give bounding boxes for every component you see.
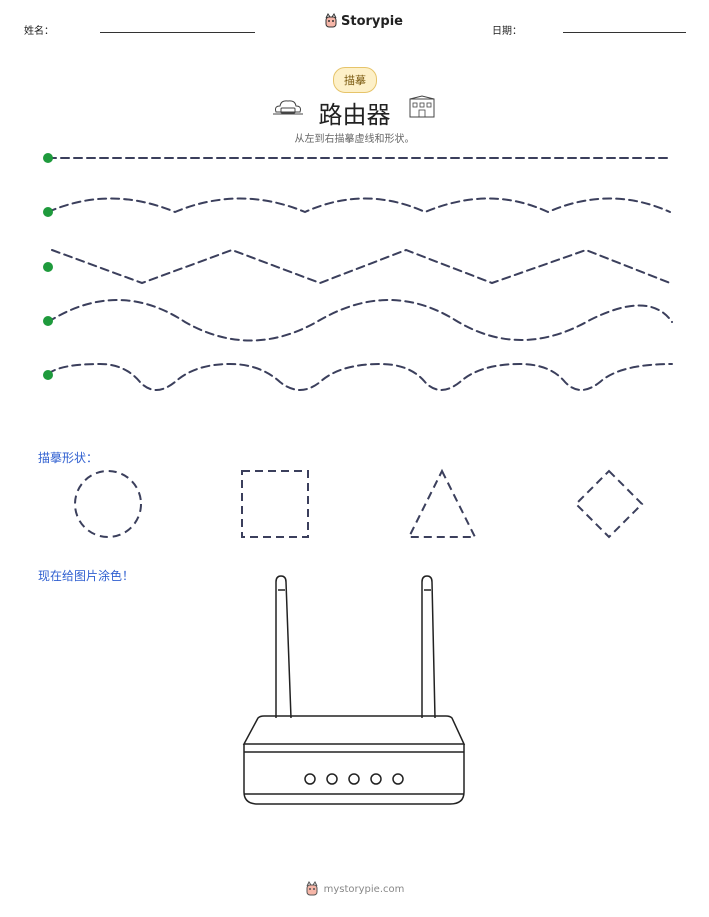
tracing-shapes xyxy=(74,468,644,539)
indicator-light xyxy=(304,773,316,785)
storypie-mascot-icon xyxy=(306,881,318,896)
trace-triangle xyxy=(407,468,477,538)
name-label: 姓名： xyxy=(24,26,54,37)
start-dot xyxy=(43,262,53,272)
left-antenna xyxy=(275,575,292,719)
footer-site[interactable]: mystorypie.com xyxy=(323,883,405,895)
brand-name: Storypie xyxy=(341,13,403,29)
router-picture xyxy=(242,575,466,805)
tracing-line-zigzag xyxy=(51,248,671,285)
tracing-line-bumps xyxy=(47,362,673,391)
cloud-router-doodle-icon xyxy=(273,100,303,115)
start-dot xyxy=(43,153,53,163)
name-field[interactable] xyxy=(100,32,255,33)
date-field[interactable] xyxy=(563,32,686,33)
instructions: 从左到右描摹虚线和形状。 xyxy=(294,134,415,145)
tracing-lines-area xyxy=(43,153,673,391)
start-dot xyxy=(43,370,53,380)
trace-square xyxy=(241,470,309,538)
indicator-light xyxy=(348,773,360,785)
trace-diamond xyxy=(574,469,644,539)
indicator-light xyxy=(326,773,338,785)
storypie-mascot-icon xyxy=(325,13,337,28)
indicator-light xyxy=(392,773,404,785)
coloring-section-label: 现在给图片涂色！ xyxy=(38,569,135,583)
start-dot xyxy=(43,207,53,217)
tracing-line-wave-2 xyxy=(47,299,673,342)
start-dot xyxy=(43,316,53,326)
date-label: 日期： xyxy=(492,26,522,37)
tracing-badge: 描摹 xyxy=(333,67,377,93)
shapes-section-label: 描摹形状： xyxy=(38,451,99,465)
building-doodle-icon xyxy=(409,95,435,118)
indicator-light xyxy=(370,773,382,785)
storypie-logo: Storypie xyxy=(324,13,403,29)
page-title: 路由器 xyxy=(318,101,391,129)
footer: mystorypie.com xyxy=(0,881,709,897)
trace-circle xyxy=(74,470,142,538)
tracing-line-wave xyxy=(47,197,671,214)
router-top xyxy=(242,715,466,745)
right-antenna xyxy=(421,575,436,719)
router-body xyxy=(243,744,465,805)
